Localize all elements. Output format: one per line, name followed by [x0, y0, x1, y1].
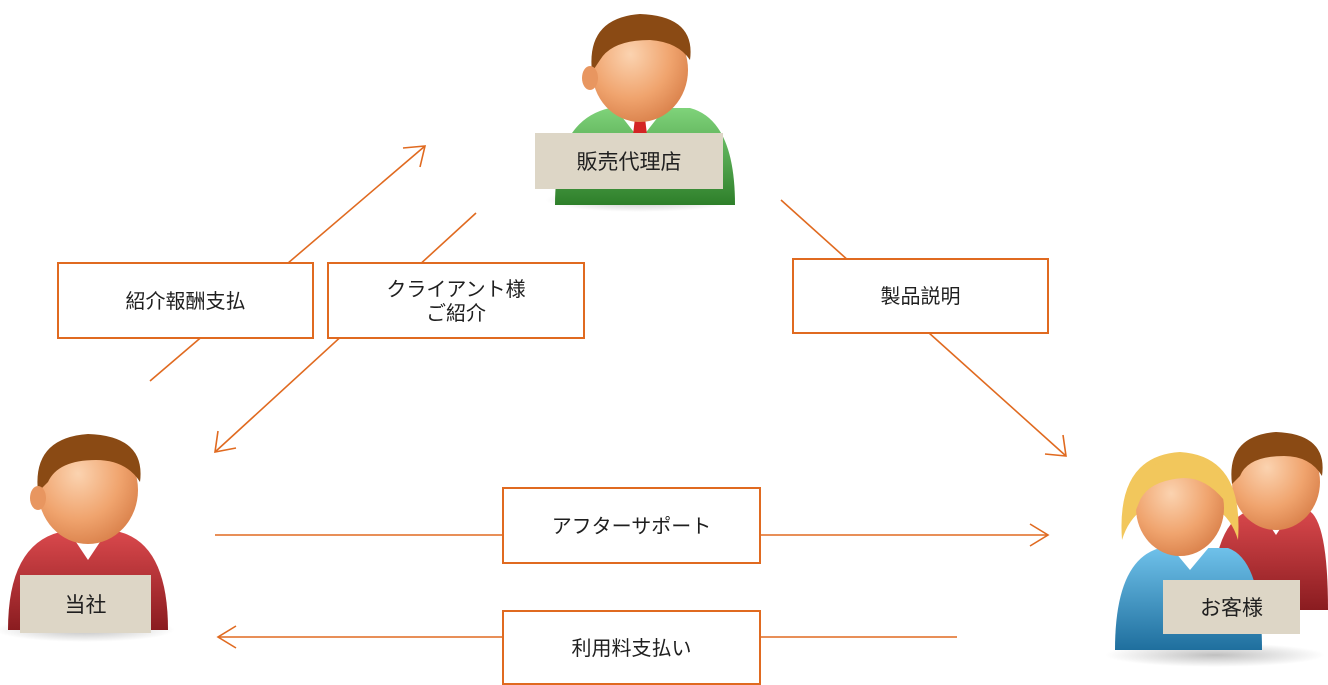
arrowhead-referral-fee: [402, 145, 427, 168]
company-label: 当社: [20, 575, 151, 633]
client-intro-line2: ご紹介: [425, 300, 486, 325]
flow-arrows: [149, 145, 1067, 649]
referral-fee-box: 紹介報酬支払: [57, 262, 314, 339]
client-intro-box: クライアント様 ご紹介: [327, 262, 585, 339]
customer-label: お客様: [1163, 580, 1300, 634]
product-explanation-box: 製品説明: [792, 258, 1049, 334]
client-intro-line1: クライアント様: [386, 276, 526, 301]
arrowhead-usage-fee: [216, 625, 237, 649]
arrowhead-client-intro: [214, 430, 237, 453]
usage-fee-box: 利用料支払い: [502, 610, 761, 685]
agent-label: 販売代理店: [535, 133, 723, 189]
arrowhead-after-support: [1029, 523, 1050, 547]
arrowhead-product-explanation: [1044, 434, 1067, 457]
after-support-box: アフターサポート: [502, 487, 761, 564]
